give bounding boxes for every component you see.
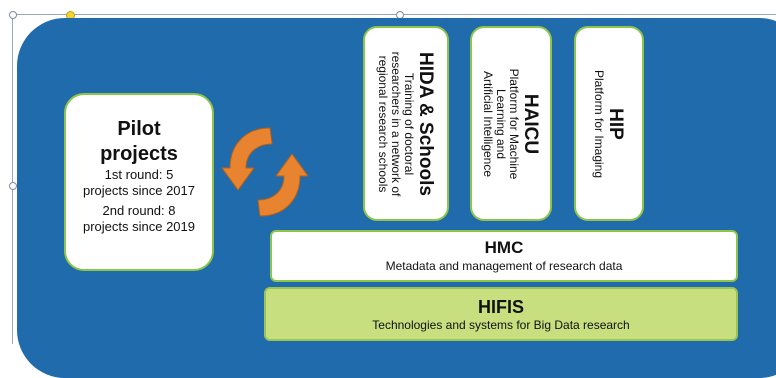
haicu-line-3: Artificial Intelligence	[481, 70, 495, 177]
hmc-box: HMC Metadata and management of research …	[270, 230, 738, 282]
haicu-box: HAICU Platform for Machine Learning and …	[470, 26, 552, 221]
pilot-title-line1: Pilot	[117, 118, 161, 140]
hip-line-1: Platform for Imaging	[592, 69, 606, 178]
hifis-title: HIFIS	[477, 297, 524, 317]
cycle-arrows-icon	[221, 127, 309, 217]
resize-handle-top-left[interactable]	[9, 11, 17, 19]
hida-line-3: regional research schools	[376, 55, 390, 192]
haicu-title: HAICU	[520, 93, 541, 154]
haicu-line-1: Platform for Machine	[507, 68, 521, 179]
hmc-title: HMC	[484, 238, 524, 257]
hifis-box: HIFIS Technologies and systems for Big D…	[264, 287, 738, 341]
pilot-projects-box: Pilot projects 1st round: 5 projects sin…	[64, 93, 214, 271]
hida-title: HIDA & Schools	[415, 51, 436, 196]
pilot-round1-line1: 1st round: 5	[104, 167, 174, 182]
selection-frame-top	[12, 14, 776, 15]
pilot-round2-line2: projects since 2019	[82, 219, 195, 234]
hida-line-1: Training of doctoral	[402, 72, 416, 175]
selection-frame-left	[12, 14, 13, 344]
hida-schools-box: HIDA & Schools Training of doctoral rese…	[363, 26, 449, 221]
resize-handle-left[interactable]	[9, 182, 17, 190]
hip-box: HIP Platform for Imaging	[574, 26, 644, 221]
haicu-line-2: Learning and	[494, 88, 508, 159]
hida-line-2: researchers in a network of	[389, 51, 403, 196]
pilot-title-line2: projects	[100, 143, 178, 165]
pilot-round2-line1: 2nd round: 8	[102, 203, 176, 218]
hip-title: HIP	[605, 107, 626, 140]
hifis-subtitle: Technologies and systems for Big Data re…	[372, 318, 630, 332]
pilot-round1-line2: projects since 2017	[82, 183, 195, 198]
hmc-subtitle: Metadata and management of research data	[385, 259, 623, 273]
